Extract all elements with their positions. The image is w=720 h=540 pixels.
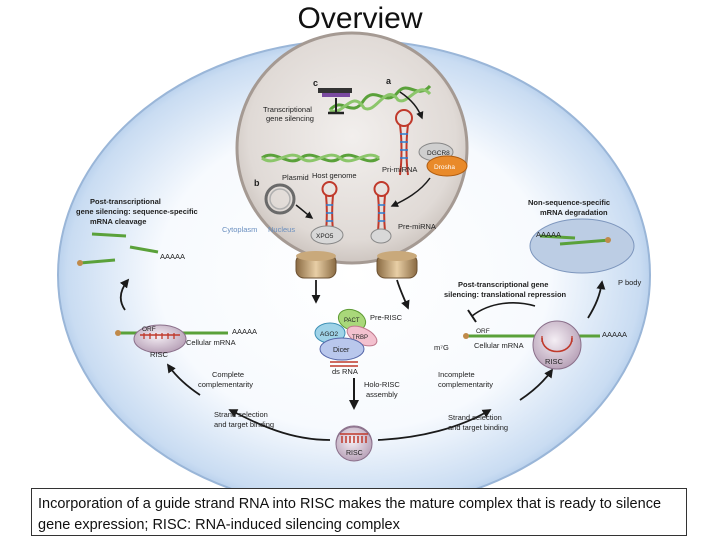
nucleus-label: Nucleus [268, 225, 295, 234]
repression-bar-end [467, 309, 477, 323]
cleaved-mrna-left [77, 258, 116, 266]
arrow-right-up [587, 280, 606, 319]
pre-mirna-label: Pre-miRNA [398, 222, 436, 231]
panel-letter-a: a [386, 76, 392, 86]
arrow-drosha-to-pre [390, 177, 431, 207]
pri-mirna-label: Pri-miRNA [382, 165, 417, 174]
nuclear-pore-right [376, 251, 418, 279]
arrow-pore-right [396, 279, 410, 310]
repression-bar [471, 302, 536, 317]
pbody-poly-a: AAAAA [536, 230, 561, 239]
left-strand-line1: Strand selection [214, 410, 268, 419]
slide-title: Overview [297, 2, 423, 35]
left-cellular-mrna: Cellular mRNA [186, 338, 236, 347]
drosha-protein [426, 155, 468, 177]
arrow-right-lower [519, 368, 554, 401]
xpo5-protein-2 [370, 228, 392, 244]
right-mrna-with-risc [463, 320, 600, 370]
transgene-dna [328, 84, 432, 113]
left-ptgs-line3: mRNA cleavage [90, 217, 146, 226]
arrow-left-up [119, 278, 130, 311]
nss-line2: mRNA degradation [540, 208, 608, 217]
right-strand-line1: Strand selection [448, 413, 502, 422]
drosha-label: Drosha [434, 164, 455, 171]
left-strand-line2: and target binding [214, 420, 274, 429]
caption-box: Incorporation of a guide strand RNA into… [31, 488, 687, 536]
panel-letter-b: b [254, 178, 260, 188]
pre-risc-label: Pre-RISC [370, 313, 403, 322]
pbody-cap [605, 237, 611, 243]
arrow-bottom-to-left [228, 409, 331, 441]
panel-letter-c: c [313, 78, 318, 88]
right-orf-label: ORF [476, 328, 490, 335]
incomplete-line1: Incomplete [438, 370, 475, 379]
cytoplasm-label: Cytoplasm [222, 225, 257, 234]
plasmid-label: Plasmid [282, 173, 309, 182]
tgs-label-line1: Transcriptional [263, 105, 312, 114]
pre-risc-complex [314, 308, 378, 367]
right-risc-label: RISC [545, 357, 564, 366]
nss-line1: Non-sequence-specific [528, 198, 610, 207]
incomplete-line2: complementarity [438, 380, 493, 389]
left-poly-a: AAAAA [160, 252, 185, 261]
dsrna-label: ds RNA [332, 367, 358, 376]
p-body [529, 218, 635, 274]
bottom-risc-label: RISC [346, 450, 363, 457]
left-risc-label: RISC [150, 350, 169, 359]
host-genome-dna [261, 153, 380, 163]
tgs-promoter [318, 88, 352, 115]
left-poly-a-mrna: AAAAA [232, 327, 257, 336]
left-mrna-with-risc [115, 324, 228, 354]
cleaved-mrna-top [91, 232, 127, 238]
risc-bottom [335, 425, 373, 462]
right-strand-line2: and target binding [448, 423, 508, 432]
right-ptgs-line2: silencing: translational repression [444, 290, 567, 299]
right-poly-a: AAAAA [602, 330, 627, 339]
arrow-left-lower [166, 363, 201, 396]
dicer-label: Dicer [333, 347, 350, 354]
plasmid-arrow [295, 204, 314, 219]
pbody-mrna [559, 238, 611, 246]
arrow-bottom-to-right [377, 409, 492, 441]
ago2-label: AGO2 [320, 331, 338, 338]
nucleus [235, 31, 469, 265]
holo-line2: assembly [366, 390, 398, 399]
right-ptgs-line1: Post-transcriptional gene [458, 280, 548, 289]
host-genome-label: Host genome [312, 171, 357, 180]
arrow-to-drosha [399, 91, 424, 120]
xpo5-protein [310, 225, 344, 245]
right-cellular-mrna: Cellular mRNA [474, 341, 524, 350]
cleaved-mrna-right [129, 245, 159, 254]
pact-label: PACT [344, 318, 360, 324]
tgs-label-line2: gene silencing [266, 114, 314, 123]
left-ptgs-line1: Post-transcriptional [90, 197, 161, 206]
right-mrna-top [539, 234, 576, 240]
complete-line2: complementarity [198, 380, 253, 389]
dgcr8-label: DGCR8 [427, 150, 450, 157]
left-ptgs-line2: gene silencing: sequence-specific [76, 207, 198, 216]
left-orf-label: ORF [142, 326, 156, 333]
complete-line1: Complete [212, 370, 244, 379]
m7g-label: m⁷G [434, 343, 449, 352]
p-body-label: P body [618, 278, 641, 287]
plasmid-icon [264, 183, 296, 215]
xpo5-label: XPO5 [316, 233, 334, 240]
nuclear-pore-left [295, 251, 337, 279]
trbp-label: TRBP [352, 335, 368, 341]
holo-line1: Holo-RISC [364, 380, 400, 389]
